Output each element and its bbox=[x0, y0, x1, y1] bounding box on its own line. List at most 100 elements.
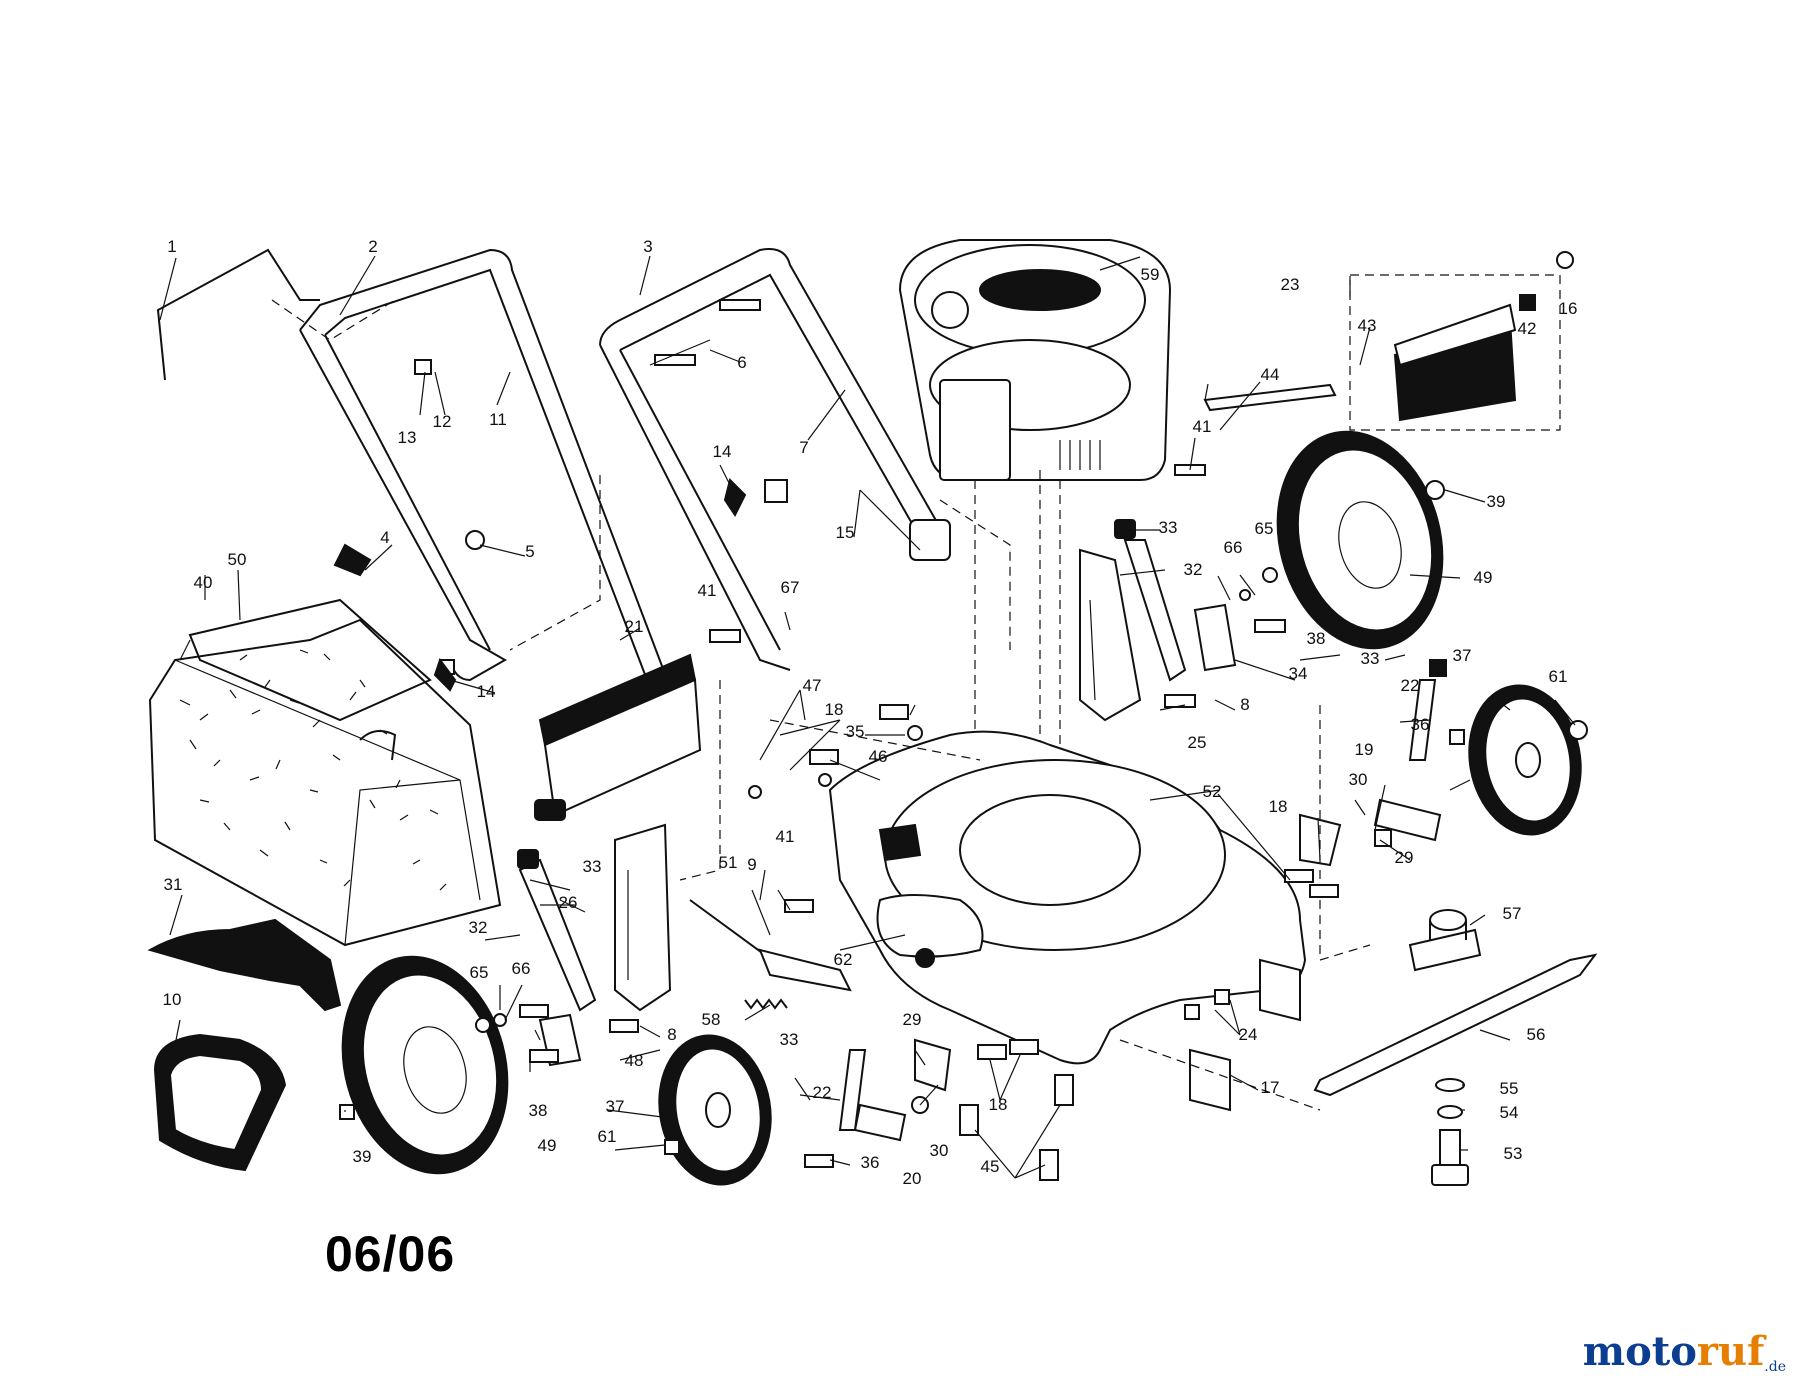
part-number-label: 31 bbox=[164, 875, 183, 894]
height-lever-part-22-left bbox=[838, 1049, 867, 1131]
front-wheel-part-37-left bbox=[658, 1034, 772, 1186]
rear-wheel-part-49-right bbox=[1276, 430, 1444, 650]
part-number-label: 37 bbox=[1453, 646, 1472, 665]
spring-part-58 bbox=[744, 998, 788, 1010]
part-number-label: 51 bbox=[719, 853, 738, 872]
side-bracket-part-26 bbox=[614, 823, 672, 1012]
part-number-label: 12 bbox=[433, 412, 452, 431]
leader-lines bbox=[159, 255, 1576, 1179]
height-adjuster-part-29-left bbox=[914, 1038, 952, 1092]
part-number-label: 20 bbox=[903, 1169, 922, 1188]
part-number-label: 66 bbox=[512, 959, 531, 978]
part-number-label: 39 bbox=[1487, 492, 1506, 511]
part-number-label: 17 bbox=[1261, 1078, 1280, 1097]
part-number-label: 54 bbox=[1500, 1103, 1519, 1122]
part-number-label: 30 bbox=[930, 1141, 949, 1160]
part-number-label: 47 bbox=[803, 676, 822, 695]
height-lever-part-32-right bbox=[1114, 519, 1187, 682]
part-number-label: 41 bbox=[776, 827, 795, 846]
part-number-label: 10 bbox=[163, 990, 182, 1009]
rear-wheel-part-49-left bbox=[341, 955, 509, 1175]
part-number-label: 38 bbox=[529, 1101, 548, 1120]
part-number-label: 30 bbox=[1349, 770, 1368, 789]
part-number-label: 25 bbox=[1188, 733, 1207, 752]
part-number-label: 58 bbox=[702, 1010, 721, 1029]
part-number-label: 14 bbox=[477, 682, 496, 701]
part-number-label: 55 bbox=[1500, 1079, 1519, 1098]
part-number-label: 22 bbox=[813, 1083, 832, 1102]
blade-bolt-parts-53-55 bbox=[1431, 1078, 1469, 1186]
part-number-label: 16 bbox=[1559, 299, 1578, 318]
part-number-label: 9 bbox=[747, 855, 756, 874]
part-number-label: 2 bbox=[368, 237, 377, 256]
bracket-part-19 bbox=[1373, 798, 1442, 842]
engine-part-59 bbox=[898, 239, 1172, 945]
upper-handle-part-2 bbox=[299, 248, 691, 746]
part-number-label: 66 bbox=[1224, 538, 1243, 557]
part-number-label: 26 bbox=[559, 893, 578, 912]
part-number-label: 46 bbox=[869, 747, 888, 766]
bracket-part-34 bbox=[1193, 603, 1237, 672]
part-number-label: 7 bbox=[799, 438, 808, 457]
date-code: 06/06 bbox=[325, 1226, 456, 1282]
part-number-label: 33 bbox=[1159, 518, 1178, 537]
height-lever-part-32-left bbox=[517, 849, 597, 1012]
part-number-label: 32 bbox=[1184, 560, 1203, 579]
part-number-label: 37 bbox=[606, 1097, 625, 1116]
part-number-label: 65 bbox=[1255, 519, 1274, 538]
watermark-suffix: .de bbox=[1764, 1359, 1786, 1375]
part-number-label: 18 bbox=[989, 1095, 1008, 1114]
part-number-label: 18 bbox=[1269, 797, 1288, 816]
part-number-label: 13 bbox=[398, 428, 417, 447]
part-number-label: 22 bbox=[1401, 676, 1420, 695]
part-number-label: 43 bbox=[1358, 316, 1377, 335]
part-number-label: 15 bbox=[836, 523, 855, 542]
part-number-label: 11 bbox=[489, 410, 507, 429]
part-number-label: 6 bbox=[737, 353, 746, 372]
part-number-label: 19 bbox=[1355, 740, 1374, 759]
upper-handle-part-1 bbox=[156, 248, 320, 381]
part-number-label: 67 bbox=[781, 578, 800, 597]
part-number-label: 36 bbox=[1411, 715, 1430, 734]
part-number-label: 59 bbox=[1141, 265, 1160, 284]
part-number-label: 52 bbox=[1203, 782, 1222, 801]
lower-handle-part-3 bbox=[599, 248, 951, 671]
part-number-label: 29 bbox=[903, 1010, 922, 1029]
part-number-label: 41 bbox=[698, 581, 717, 600]
part-number-label: 45 bbox=[981, 1157, 1000, 1176]
part-number-label: 53 bbox=[1504, 1144, 1523, 1163]
part-number-label: 21 bbox=[625, 617, 644, 636]
part-number-label: 41 bbox=[1193, 417, 1212, 436]
part-number-label: 44 bbox=[1261, 365, 1280, 384]
part-number-label: 56 bbox=[1527, 1025, 1546, 1044]
grass-catcher-bag bbox=[148, 598, 502, 947]
part-number-label: 57 bbox=[1503, 904, 1522, 923]
bracket-part-20 bbox=[853, 1103, 907, 1142]
part-number-label: 33 bbox=[780, 1030, 799, 1049]
hardware-fasteners bbox=[333, 299, 1588, 1181]
part-number-label: 1 bbox=[167, 237, 176, 256]
part-number-label: 29 bbox=[1395, 848, 1414, 867]
part-number-label: 5 bbox=[525, 542, 534, 561]
blade-adapter-part-57 bbox=[1408, 909, 1482, 972]
part-number-label: 50 bbox=[228, 550, 247, 569]
part-number-label: 42 bbox=[1518, 319, 1537, 338]
dashed-assembly-guides bbox=[769, 499, 1371, 1111]
part-number-label: 39 bbox=[353, 1147, 372, 1166]
part-number-label: 49 bbox=[538, 1136, 557, 1155]
part-number-label: 61 bbox=[598, 1127, 617, 1146]
watermark-brand-accent: ruf bbox=[1696, 1328, 1765, 1375]
part-number-label: 33 bbox=[583, 857, 602, 876]
part-number-label: 14 bbox=[713, 442, 732, 461]
handle-dash-links bbox=[271, 299, 721, 881]
part-number-label: 49 bbox=[1474, 568, 1493, 587]
part-number-label: 3 bbox=[643, 237, 652, 256]
bracket-part-17 bbox=[1189, 958, 1301, 1112]
side-bracket-part-25 bbox=[1079, 548, 1142, 722]
mulch-plug-part-10 bbox=[153, 1033, 287, 1172]
part-number-label: 36 bbox=[861, 1153, 880, 1172]
part-number-label: 23 bbox=[1281, 275, 1300, 294]
part-number-label: 4 bbox=[380, 528, 389, 547]
part-number-label: 34 bbox=[1289, 664, 1308, 683]
